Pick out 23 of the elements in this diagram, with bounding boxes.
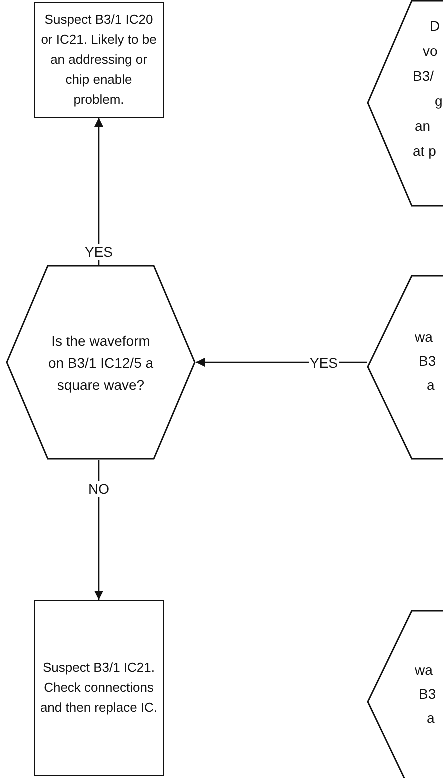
decision-hexagon <box>367 610 443 778</box>
decision-hexagon <box>367 0 443 208</box>
decision-text-fragment: g <box>435 92 443 110</box>
decision-text-fragment: vo <box>423 42 438 60</box>
decision-text: Is the waveform on B3/1 IC12/5 a square wave? <box>47 332 155 395</box>
arrow <box>94 118 104 265</box>
decision-text-fragment: wa <box>415 661 433 679</box>
edge-label: YES <box>84 244 114 260</box>
decision-text-fragment: at p <box>413 142 436 160</box>
process-box: Suspect B3/1 IC20 or IC21. Likely to be an addressing or chip enable problem. <box>34 2 164 118</box>
decision-text-fragment: B3/ <box>413 67 434 85</box>
decision-text-fragment: B3 <box>419 685 436 703</box>
decision-text-fragment: a <box>427 709 435 727</box>
decision-text-fragment: an <box>415 117 431 135</box>
process-box: Suspect B3/1 IC21. Check connections and then replace IC. <box>34 600 164 776</box>
decision-text-fragment: D <box>430 17 440 35</box>
edge-label: NO <box>88 481 110 497</box>
decision-hexagon <box>367 275 443 460</box>
decision-hexagon <box>6 265 196 460</box>
decision-text-fragment: a <box>427 376 435 394</box>
decision-text-fragment: B3 <box>419 352 436 370</box>
arrow <box>94 460 104 600</box>
decision-text-fragment: wa <box>415 328 433 346</box>
